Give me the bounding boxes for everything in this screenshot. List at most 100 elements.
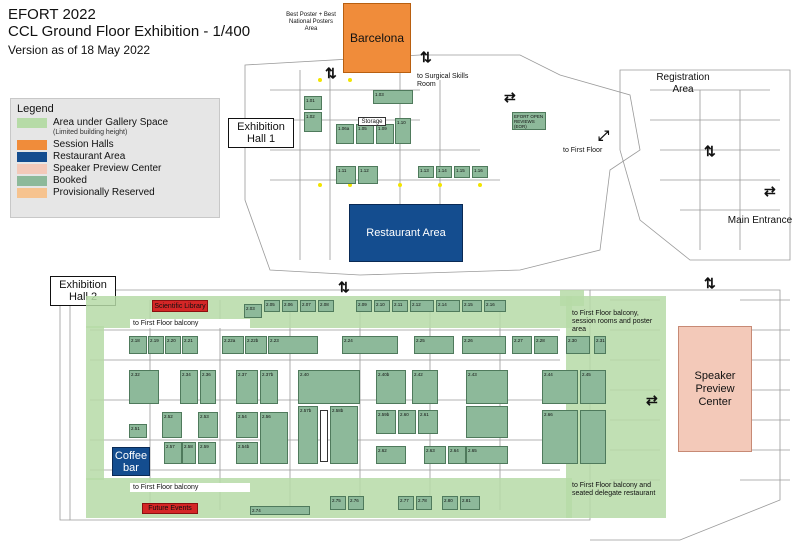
booth-2-62[interactable]: 2.62 (376, 446, 406, 464)
gallery-band-right (566, 296, 666, 518)
booth-1-06a[interactable]: 1.06a (336, 124, 354, 144)
booth-2-43[interactable]: 2.43 (466, 370, 508, 404)
booth-2-52[interactable]: 2.52 (162, 412, 182, 438)
booth-2-19[interactable]: 2.19 (148, 336, 164, 354)
booth-2-57b[interactable]: 2.57b (298, 406, 318, 464)
booth-2-77[interactable]: 2.77 (398, 496, 414, 510)
booth-1-10[interactable]: 1.10 (395, 118, 411, 144)
booth-2-10[interactable]: 2.10 (374, 300, 390, 312)
gallery-band-left (86, 326, 104, 480)
legend-item-speaker: Speaker Preview Center (17, 164, 213, 174)
booth-2-20[interactable]: 2.20 (165, 336, 181, 354)
booth-2-23[interactable]: 2.23 (268, 336, 318, 354)
booth-2-05[interactable]: 2.05 (264, 300, 280, 312)
booth-2-45b[interactable] (580, 410, 606, 464)
booth-2-58b[interactable]: 2.58b (330, 406, 358, 464)
legend: Legend Area under Gallery Space(Limited … (10, 98, 220, 218)
booth-2-64[interactable]: 2.64 (448, 446, 466, 464)
booth-2-12[interactable]: 2.12 (410, 300, 434, 312)
booth-1-14[interactable]: 1.14 (436, 166, 452, 178)
booth-2-16[interactable]: 2.16 (484, 300, 506, 312)
booth-2-14[interactable]: 2.14 (436, 300, 460, 312)
best-poster-area: Best Poster + Best National Posters Area (286, 12, 336, 32)
booth-2-66[interactable]: 2.66 (542, 410, 578, 464)
booth-2-76[interactable]: 2.76 (348, 496, 364, 510)
booth-1-01[interactable]: 1.01 (304, 96, 322, 110)
booth-1-16[interactable]: 1.16 (472, 166, 488, 178)
booth-1-03[interactable]: 1.03 (373, 90, 413, 104)
booth-2-43b[interactable] (466, 406, 508, 438)
booth-2-21[interactable]: 2.21 (182, 336, 198, 354)
booth-2-57[interactable]: 2.57 (164, 442, 182, 464)
legend-label: Restaurant Area (53, 151, 126, 162)
speaker-swatch (17, 164, 47, 174)
booth-2-45[interactable]: 2.45 (580, 370, 606, 404)
booth-2-22b[interactable]: 2.22b (245, 336, 267, 354)
booth-2-75[interactable]: 2.75 (330, 496, 346, 510)
booth-2-59[interactable]: 2.59 (198, 442, 216, 464)
booth-2-51[interactable]: 2.51 (129, 424, 147, 438)
session-swatch (17, 140, 47, 150)
booth-2-80[interactable]: 2.80 (442, 496, 458, 510)
efort-open-reviews-booth[interactable]: EFORT OPEN REVIEWS (EOR) (512, 112, 546, 130)
barcelona-session-hall[interactable]: Barcelona (343, 3, 411, 73)
leftright-arrow-icon: ⇄ (646, 392, 658, 408)
leftright-arrow-icon: ⇄ (504, 89, 516, 105)
booth-2-60[interactable]: 2.60 (398, 410, 416, 434)
booth-2-09[interactable]: 2.09 (356, 300, 372, 312)
booth-2-27[interactable]: 2.27 (512, 336, 532, 354)
booth-2-40b[interactable]: 2.40b (376, 370, 406, 404)
booth-2-32[interactable]: 2.32 (129, 370, 159, 404)
booth-2-26[interactable]: 2.26 (462, 336, 506, 354)
booth-2-44[interactable]: 2.44 (542, 370, 578, 404)
booth-2-18[interactable]: 2.18 (129, 336, 147, 354)
legend-item-restaurant: Restaurant Area (17, 152, 213, 162)
booth-2-53[interactable]: 2.53 (198, 412, 218, 438)
balcony-bottom-left: to First Floor balcony (130, 483, 250, 492)
booth-2-56[interactable]: 2.56 (260, 412, 288, 464)
booth-1-11[interactable]: 1.11 (336, 166, 356, 184)
booth-2-65[interactable]: 2.65 (466, 446, 508, 464)
floor-name: CCL Ground Floor Exhibition - 1/400 (8, 23, 251, 40)
booth-2-07[interactable]: 2.07 (300, 300, 316, 312)
booth-2-81[interactable]: 2.81 (460, 496, 480, 510)
booth-2-37[interactable]: 2.37 (236, 370, 258, 404)
booth-2-74[interactable]: 2.74 (250, 506, 310, 515)
booth-1-05[interactable]: 1.05 (356, 124, 374, 144)
booth-1-15[interactable]: 1.15 (454, 166, 470, 178)
booth-1-13[interactable]: 1.13 (418, 166, 434, 178)
restaurant-area: Restaurant Area (349, 204, 463, 262)
booth-2-08[interactable]: 2.08 (318, 300, 334, 312)
booth-2-54b[interactable]: 2.54b (236, 442, 258, 464)
booth-2-58[interactable]: 2.58 (182, 442, 196, 464)
booth-2-25[interactable]: 2.25 (414, 336, 454, 354)
booth-2-22a[interactable]: 2.22a (222, 336, 244, 354)
booth-2-54[interactable]: 2.54 (236, 412, 258, 438)
registration-area-label: Registration Area (656, 72, 710, 95)
booth-2-06[interactable]: 2.06 (282, 300, 298, 312)
booth-1-02[interactable]: 1.02 (304, 112, 322, 132)
booth-2-31[interactable]: 2.31 (594, 336, 606, 354)
booth-2-28[interactable]: 2.28 (534, 336, 558, 354)
coffee-bar: Coffee bar (112, 447, 150, 476)
booth-2-36[interactable]: 2.36 (200, 370, 216, 404)
booth-2-11[interactable]: 2.11 (392, 300, 408, 312)
booth-2-59b[interactable]: 2.59b (376, 410, 396, 434)
booth-1-12[interactable]: 1.12 (358, 166, 378, 184)
booth-2-30[interactable]: 2.30 (566, 336, 590, 354)
booth-2-37b[interactable]: 2.37b (260, 370, 278, 404)
speaker-preview-center[interactable]: Speaker Preview Center (678, 326, 752, 452)
booth-2-15[interactable]: 2.15 (462, 300, 482, 312)
booth-2-03[interactable]: 2.03 (244, 304, 262, 318)
booth-1-09[interactable]: 1.09 (376, 124, 394, 144)
legend-label: Area under Gallery Space (53, 117, 169, 128)
booth-2-24[interactable]: 2.24 (342, 336, 398, 354)
updown-arrow-icon: ⇅ (420, 49, 432, 65)
updown-arrow-icon: ⇅ (338, 279, 350, 295)
booth-2-34[interactable]: 2.34 (180, 370, 198, 404)
booth-2-61[interactable]: 2.61 (418, 410, 438, 434)
booth-2-42[interactable]: 2.42 (412, 370, 438, 404)
booth-2-78[interactable]: 2.78 (416, 496, 432, 510)
booth-2-63[interactable]: 2.63 (424, 446, 446, 464)
booth-2-40[interactable]: 2.40 (298, 370, 360, 404)
